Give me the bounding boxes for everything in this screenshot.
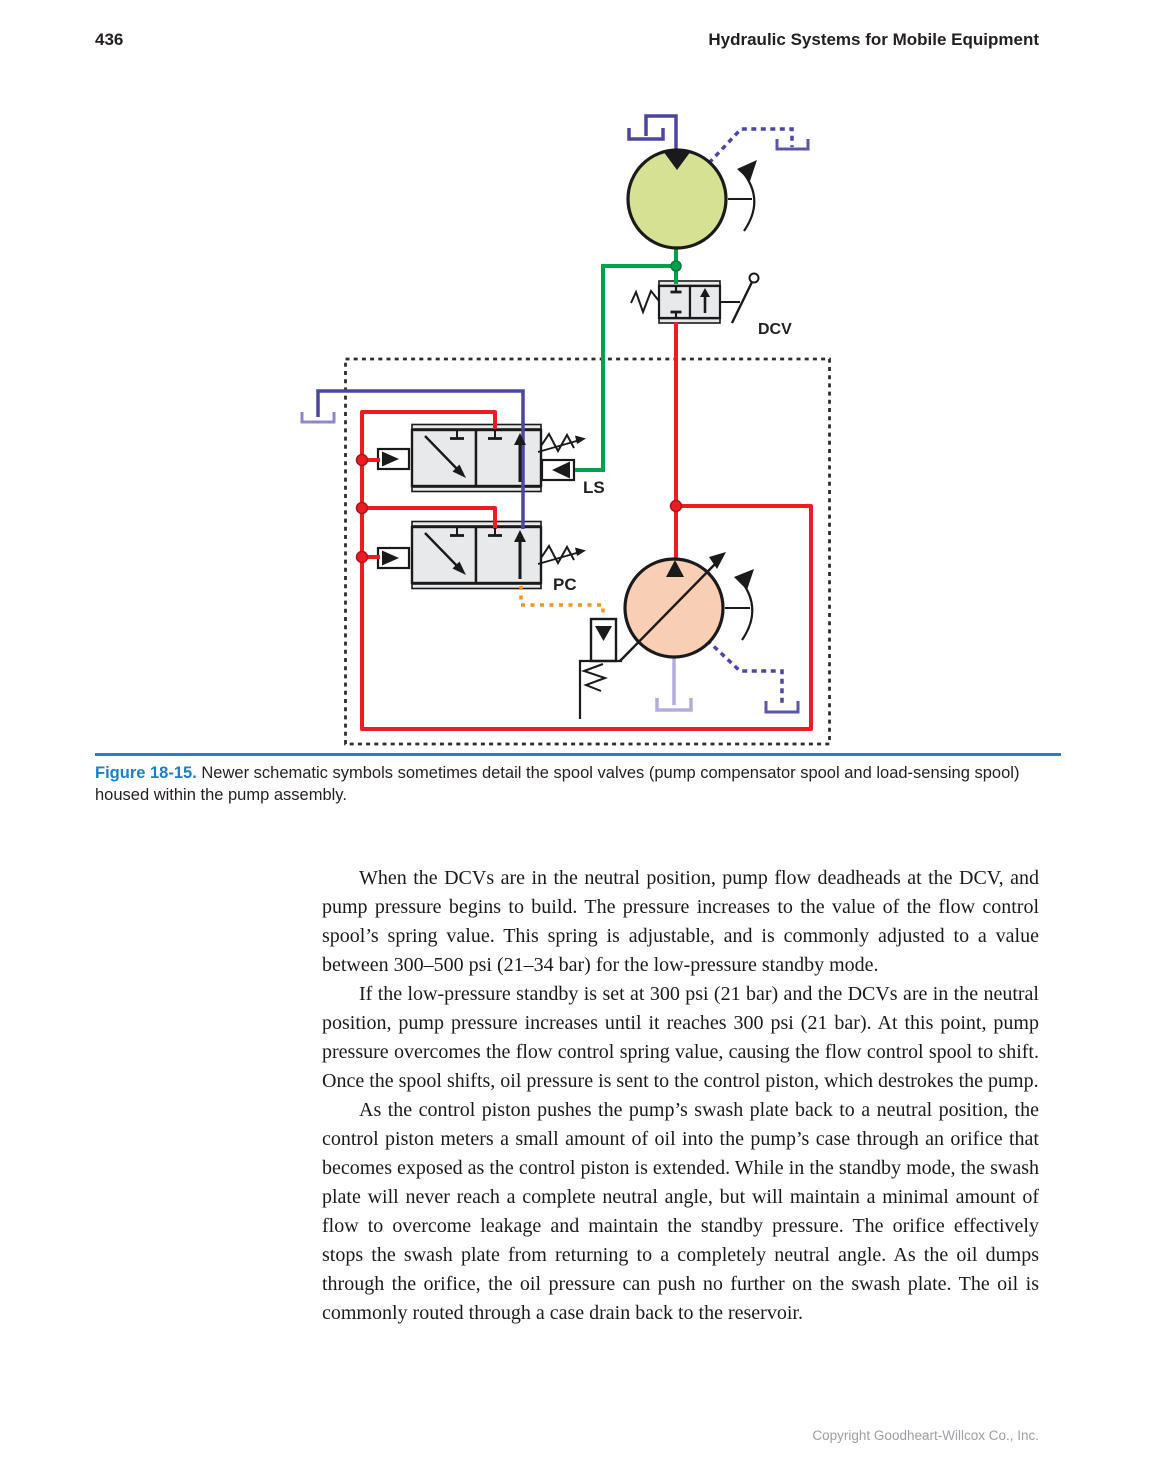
pilot-arrow-icon <box>382 550 399 566</box>
caption-rule <box>95 753 1061 756</box>
spool-reservoir-symbol <box>300 412 336 424</box>
red-junction-dots <box>355 453 683 564</box>
case-drain-lines <box>705 127 794 704</box>
ls-valve-internals <box>382 431 586 482</box>
adjustable-spring-icon <box>540 544 575 566</box>
adjustable-spring-icon <box>540 432 575 454</box>
motor-reservoir-symbol <box>627 128 665 141</box>
dcv-valve-internals <box>630 272 760 324</box>
spool-tank-line <box>316 389 525 529</box>
body-text: When the DCVs are in the neutral positio… <box>322 864 1039 1328</box>
throttle-arrow-icon <box>452 561 466 575</box>
control-piston-symbol <box>578 617 622 719</box>
flow-arrow-icon <box>700 288 710 297</box>
valve-bodies <box>376 280 722 590</box>
load-sense-pilot-line <box>575 264 676 472</box>
motor-port-triangle-icon <box>663 151 691 170</box>
load-sense-pilot-arrow-icon <box>552 461 570 479</box>
variable-pump-symbol <box>619 552 754 662</box>
figure-caption: Figure 18-15. Newer schematic symbols so… <box>95 763 1063 806</box>
drain-reservoirs <box>764 139 810 714</box>
copyright-notice: Copyright Goodheart-Willcox Co., Inc. <box>812 1428 1039 1443</box>
flow-arrow-icon <box>514 433 526 445</box>
pc-top-branch <box>362 506 497 529</box>
pc-valve-internals <box>382 528 586 579</box>
motor-drain-reservoir-symbol <box>775 139 810 151</box>
motor-case-drain-line <box>707 127 794 165</box>
pressure-loop-line <box>360 410 813 731</box>
rotation-arrow-icon <box>740 169 756 232</box>
ls-spool-valve-body <box>376 423 576 493</box>
ls-label: LS <box>583 478 605 497</box>
green-junction-dot <box>670 260 682 272</box>
paragraph: As the control piston pushes the pump’s … <box>322 1099 1039 1324</box>
dcv-valve-body <box>657 280 722 324</box>
running-title: Hydraulic Systems for Mobile Equipment <box>708 30 1039 49</box>
tank-lines-blue <box>316 114 678 529</box>
figure-caption-text: Newer schematic symbols sometimes detail… <box>95 764 1020 804</box>
pc-label: PC <box>553 575 577 594</box>
pump-port-triangle-icon <box>666 560 684 577</box>
pump-assembly-boundary <box>344 357 831 746</box>
hydraulic-schematic-figure: DCV LS PC <box>300 114 831 746</box>
motor-tank-line <box>644 114 678 150</box>
variable-displacement-arrow-icon <box>619 559 720 662</box>
pump-drain-reservoir-symbol <box>764 701 800 714</box>
figure-caption-label: Figure 18-15. <box>95 764 197 782</box>
pc-spool-valve-body <box>376 520 543 590</box>
pressure-lines <box>360 322 813 731</box>
control-piston-pilot-line <box>519 586 605 618</box>
pump-case-drain-line <box>705 638 784 704</box>
paragraph: If the low-pressure standby is set at 30… <box>322 983 1039 1092</box>
running-head: 436 Hydraulic Systems for Mobile Equipme… <box>95 30 1039 50</box>
hydraulic-motor-symbol <box>626 148 757 250</box>
pump-reservoir-symbol <box>655 698 693 712</box>
page-number: 436 <box>95 30 124 49</box>
motor-circle <box>626 148 728 250</box>
dcv-label: DCV <box>758 321 792 338</box>
manual-lever-icon <box>730 281 754 324</box>
pilot-arrow-icon <box>382 451 399 467</box>
piston-arrow-icon <box>595 626 612 641</box>
pump-bottom-drain <box>655 656 693 712</box>
flow-arrow-icon <box>514 530 526 542</box>
throttle-arrow-icon <box>452 464 466 478</box>
paragraph: When the DCVs are in the neutral positio… <box>322 867 1039 976</box>
spring-icon <box>580 663 609 692</box>
spring-icon <box>630 289 660 315</box>
